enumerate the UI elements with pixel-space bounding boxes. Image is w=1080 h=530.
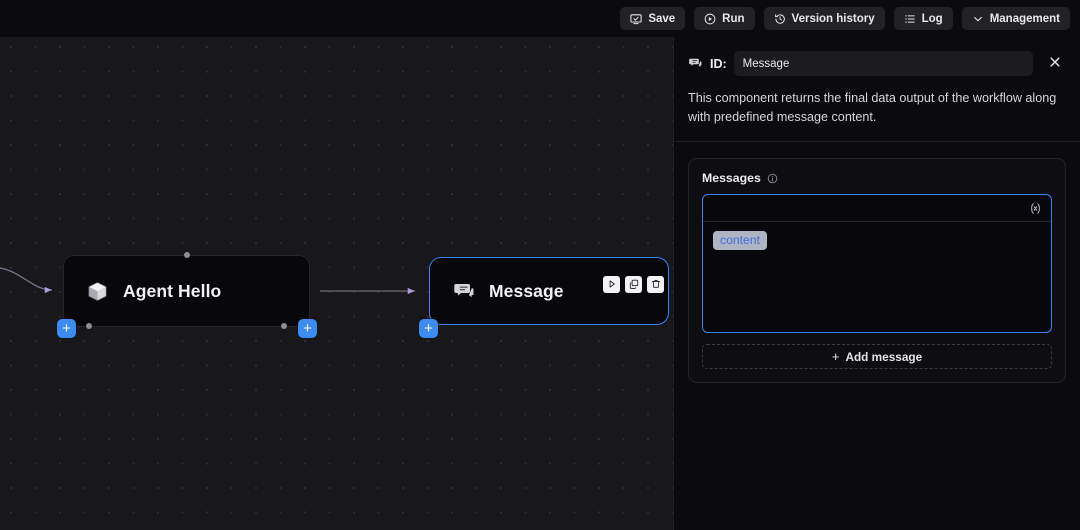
messages-label: Messages [702, 171, 761, 186]
message-bubble-icon [452, 280, 475, 303]
save-button-label: Save [648, 12, 676, 25]
node-title: Message [489, 280, 564, 301]
node-properties-panel: ID: This component returns the final dat… [673, 37, 1080, 530]
close-icon [1048, 55, 1062, 72]
node-title: Agent Hello [123, 280, 222, 301]
messages-card-header: Messages [702, 171, 1052, 185]
node-id-row: ID: [688, 51, 1066, 76]
node-id-input[interactable] [733, 51, 1033, 76]
plus-icon: + [424, 320, 433, 337]
add-message-button[interactable]: + Add message [702, 344, 1052, 370]
save-monitor-icon [630, 13, 642, 25]
add-message-label: Add message [845, 349, 923, 364]
save-button[interactable]: Save [620, 7, 686, 30]
insert-variable-icon[interactable] [1028, 201, 1043, 216]
chevron-down-icon [972, 13, 984, 25]
workflow-canvas[interactable]: Agent Hello + + Message + [0, 37, 673, 530]
node-agent-input-handle[interactable]: + [57, 319, 76, 338]
node-agent-bottom-left-handle[interactable] [86, 323, 92, 329]
panel-divider [674, 141, 1080, 143]
play-circle-icon [704, 13, 716, 25]
top-toolbar: Save Run Version history [0, 0, 1080, 37]
management-button[interactable]: Management [961, 7, 1070, 30]
trash-icon [651, 277, 661, 292]
close-panel-button[interactable] [1044, 53, 1066, 75]
duplicate-node-button[interactable] [625, 276, 642, 293]
cube-icon [86, 280, 109, 303]
version-history-button[interactable]: Version history [763, 7, 885, 30]
message-editor-body[interactable]: content [703, 222, 1051, 259]
variable-chip-content[interactable]: content [713, 231, 767, 251]
plus-icon: + [303, 320, 312, 337]
log-button[interactable]: Log [893, 7, 953, 30]
message-bubble-icon [688, 56, 703, 71]
message-editor-toolbar [703, 195, 1051, 223]
messages-card: Messages [688, 158, 1066, 384]
node-action-toolbar [603, 276, 664, 293]
history-clock-icon [774, 13, 786, 25]
node-description: This component returns the final data ou… [688, 91, 1057, 125]
node-agent-bottom-right-handle[interactable] [281, 323, 287, 329]
node-agent-top-handle[interactable] [184, 252, 190, 258]
run-button[interactable]: Run [694, 7, 755, 30]
edge-incoming [0, 267, 53, 294]
list-icon [904, 13, 916, 25]
log-button-label: Log [921, 12, 943, 25]
play-icon [607, 277, 617, 292]
message-editor[interactable]: content [702, 194, 1052, 334]
run-node-button[interactable] [603, 276, 620, 293]
run-button-label: Run [722, 12, 745, 25]
management-button-label: Management [989, 12, 1060, 25]
info-icon[interactable] [767, 173, 778, 184]
copy-icon [629, 277, 639, 292]
node-agent-hello[interactable]: Agent Hello [63, 255, 310, 327]
node-id-label: ID: [710, 56, 727, 71]
plus-icon: + [831, 349, 840, 365]
plus-icon: + [62, 320, 71, 337]
version-history-button-label: Version history [791, 12, 875, 25]
node-message-input-handle[interactable]: + [419, 319, 438, 338]
node-agent-output-handle[interactable]: + [298, 319, 317, 338]
delete-node-button[interactable] [647, 276, 664, 293]
